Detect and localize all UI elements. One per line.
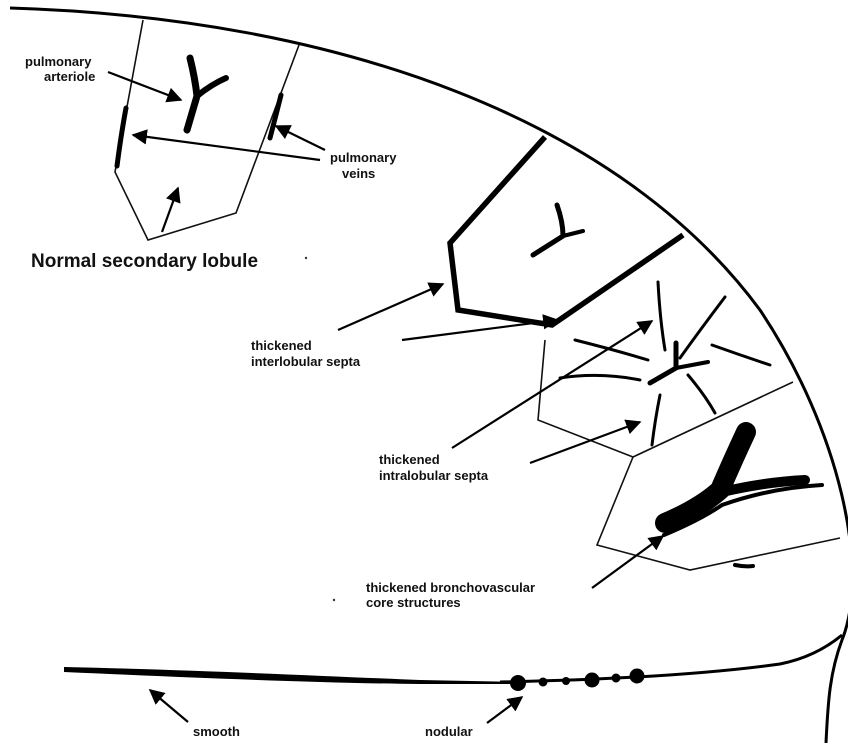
arrow-smooth [150,690,188,722]
arrow-nodular [487,697,522,723]
label-thickened-bronchovascular: thickened bronchovascular core structure… [366,580,539,610]
speck [333,599,335,601]
label-line: pulmonary [25,54,92,69]
label-pulmonary-veins: pulmonary veins [330,150,400,181]
fissure [64,635,842,691]
arteriole-branch [563,231,583,236]
label-line: interlobular septa [251,354,361,369]
thick-septum-outline [450,137,683,325]
label-line: thickened bronchovascular [366,580,535,595]
arrow-interlobular-2 [402,320,557,340]
speck [305,257,307,259]
label-pulmonary-arteriole: pulmonary arteriole [25,54,95,84]
label-line: intralobular septa [379,468,489,483]
septum [712,345,770,365]
arrow-vein-left [133,135,320,160]
label-line: veins [342,166,375,181]
arrow-intralobular-2 [530,422,640,463]
nodule [612,674,621,683]
nodule [562,677,570,685]
label-line: arteriole [44,69,95,84]
septum [658,282,665,350]
interlobular-lobule [450,137,683,325]
septum [575,340,648,360]
label-thickened-interlobular-septa: thickened interlobular septa [251,338,361,369]
arrow-vein-right [276,126,325,150]
arrow-bronchovascular [592,536,663,588]
arrow-interlobular-1 [338,284,443,330]
septum [652,395,660,445]
label-thickened-intralobular-septa: thickened intralobular septa [379,452,489,483]
septum [688,375,715,413]
fissure-line [500,635,842,682]
pulmonary-vein-left [117,108,126,166]
nodule [510,675,526,691]
core-arteriole [650,343,676,383]
label-line: pulmonary [330,150,397,165]
bronchovascular-lobule [597,432,840,570]
arteriole-branch [533,205,563,255]
fissure-smooth-segment [64,667,520,684]
bronchovascular-core [665,432,746,523]
septum [560,375,640,380]
septum [680,297,725,358]
normal-lobule [115,20,299,240]
nodule [539,678,548,687]
label-line: thickened [379,452,440,467]
label-smooth: smooth [193,724,240,739]
label-nodular: nodular [425,724,473,739]
nodule [630,669,645,684]
label-line: core structures [366,595,461,610]
label-line: thickened [251,338,312,353]
vein-segment [735,565,753,566]
intralobular-lobule-outline [538,340,793,457]
pleural-surface [10,8,848,743]
arrow-normal-lobule [162,188,178,232]
arrow-arteriole [108,72,181,100]
nodule [585,673,600,688]
core-arteriole [676,362,708,368]
arteriole-branch [197,78,226,96]
label-normal-secondary-lobule: Normal secondary lobule [31,251,258,272]
